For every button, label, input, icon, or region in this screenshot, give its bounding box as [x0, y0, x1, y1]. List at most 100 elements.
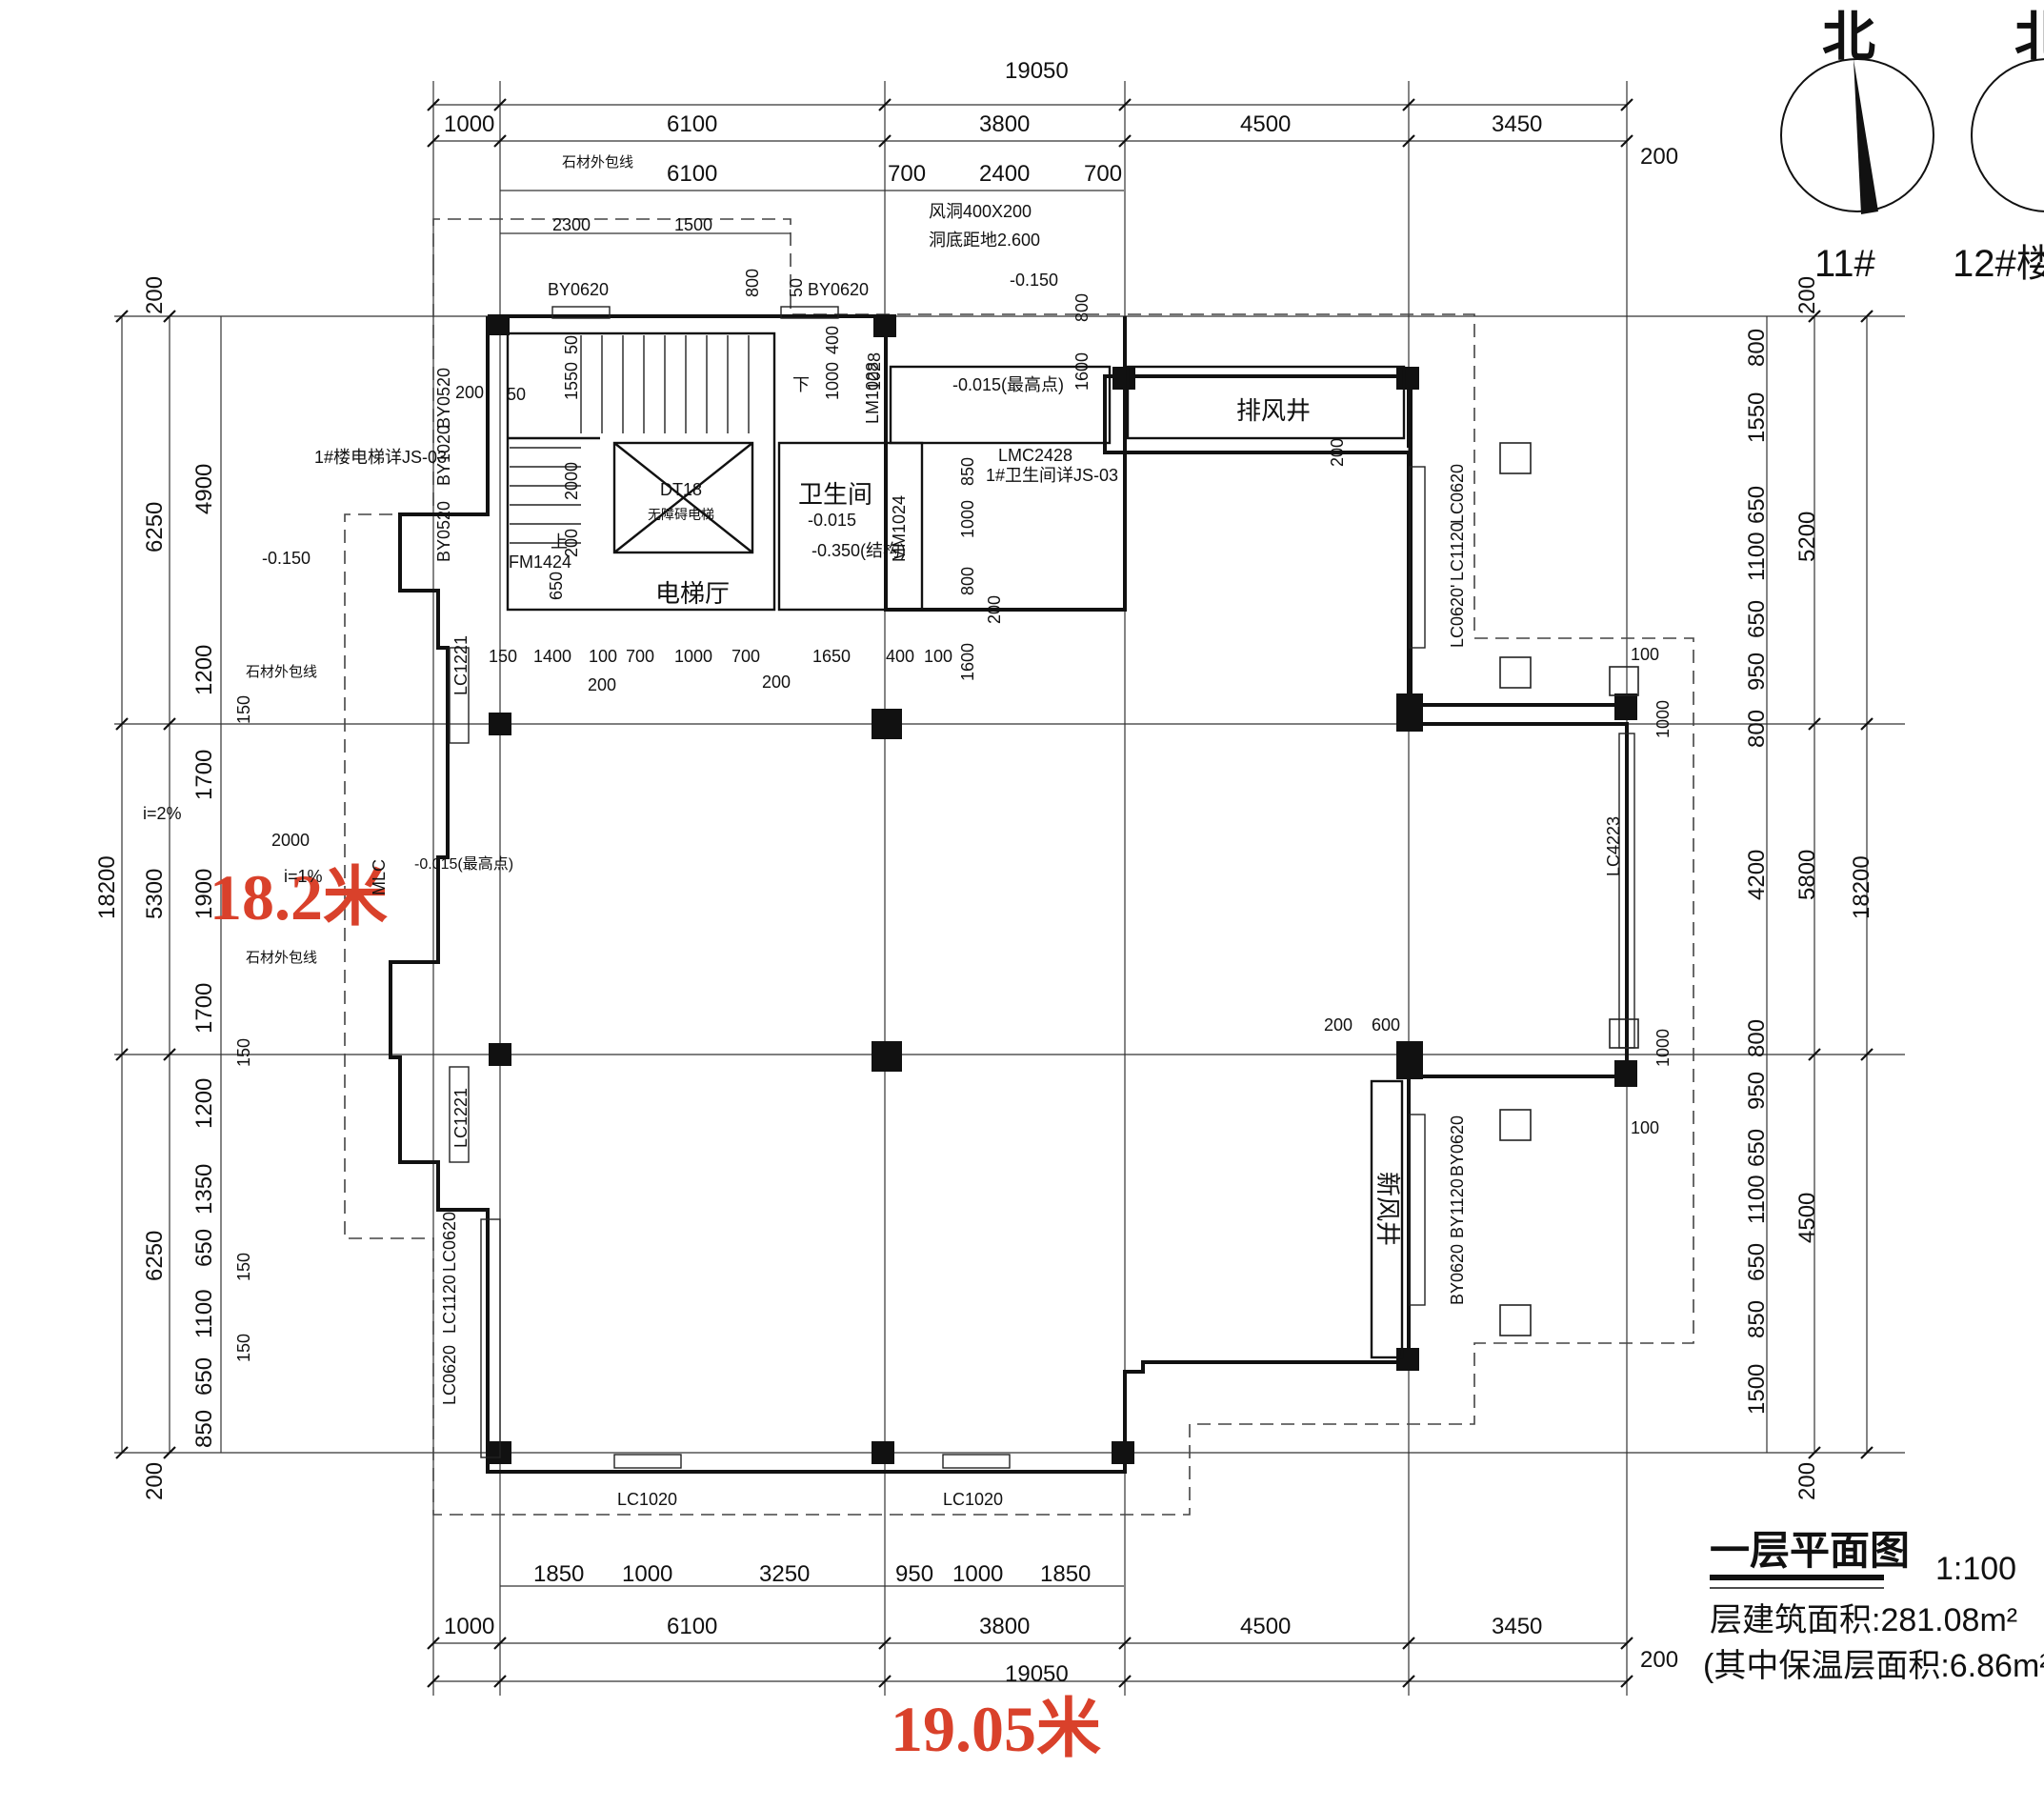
dimension-tick — [1118, 134, 1132, 148]
right-dim-650d: 650 — [1744, 1243, 1770, 1281]
int-dim-34: 800 — [743, 269, 762, 297]
structural-columns — [489, 314, 1637, 1464]
dimension-tick — [163, 717, 176, 731]
left-dim-1700b: 1700 — [191, 983, 217, 1034]
label-fm1424: FM1424 — [509, 552, 571, 572]
left-dim-6250-top: 6250 — [142, 502, 168, 552]
dimension-tick — [1118, 1675, 1132, 1688]
label-elev-e: -0.015 — [808, 511, 856, 530]
bottom-dim-row1-3: 3250 — [759, 1561, 810, 1587]
dimension-tick — [1860, 1048, 1874, 1061]
dimension-tick — [1402, 98, 1415, 111]
top-dim-row2-4: 700 — [1084, 161, 1122, 187]
int-dim-30: 1000 — [1653, 1029, 1673, 1067]
dimension-tick — [878, 1637, 892, 1650]
label-by0620-b: BY0620 — [808, 280, 869, 299]
left-dim-200-bottom: 200 — [142, 1462, 168, 1500]
label-lc4223: LC4223 — [1604, 816, 1623, 876]
room-exhaust-shaft: 排风井 — [1236, 396, 1311, 425]
int-dim-28: 100 — [1631, 645, 1659, 664]
dimension-tick — [1402, 1637, 1415, 1650]
left-dim-1350: 1350 — [191, 1164, 217, 1215]
top-dim-row2-1: 6100 — [667, 161, 717, 187]
int-dim-0: 150 — [489, 647, 517, 666]
int-dim-23: 800 — [958, 567, 977, 595]
label-by1020: BY1020 — [434, 425, 453, 486]
dimension-tick — [1118, 1637, 1132, 1650]
int-dim-14: 650 — [547, 572, 566, 600]
right-dim-800b: 800 — [1744, 710, 1770, 748]
int-dim-19: 1600 — [1072, 352, 1092, 391]
label-by1120-r: BY1120 — [1448, 1178, 1467, 1238]
label-by0620-a: BY0620 — [548, 280, 609, 299]
dimension-tick — [1620, 1675, 1633, 1688]
label-mlc: MLC — [370, 859, 389, 895]
label-elev-b: -0.150 — [1010, 271, 1058, 290]
label-lc1020-a: LC1020 — [617, 1490, 677, 1509]
right-dim-200-top: 200 — [1794, 276, 1820, 314]
left-dim-650b: 650 — [191, 1357, 217, 1396]
label-lc1020-b: LC1020 — [943, 1490, 1003, 1509]
width-annotation: 19.05米 — [891, 1693, 1101, 1765]
int-dim-5: 700 — [731, 647, 760, 666]
right-dim-650a: 650 — [1744, 486, 1770, 524]
dimension-tick — [427, 1637, 440, 1650]
dimension-tick — [493, 98, 507, 111]
left-dim-1200b: 1200 — [191, 1078, 217, 1129]
bottom-dim-row1-5: 1000 — [952, 1561, 1003, 1587]
bottom-overall-dim: 19050 — [1005, 1661, 1069, 1687]
area-label: 层建筑面积:281.08m² — [1710, 1602, 2017, 1638]
label-by0620-r1: BY0620 — [1448, 1244, 1467, 1305]
right-dim-5200: 5200 — [1794, 512, 1820, 562]
label-elev-a: -0.150 — [262, 549, 311, 568]
room-elevator-hall: 电梯厅 — [655, 579, 730, 608]
int-dim-20: 800 — [1072, 293, 1092, 322]
compass-north-char-b: 北 — [2014, 7, 2044, 67]
int-dim-6: 1650 — [812, 647, 851, 666]
label-up: 上 — [551, 532, 568, 552]
dimension-tick — [115, 1446, 129, 1459]
compass-north-12 — [1971, 58, 2044, 212]
left-dims: 18200 200 6250 5300 6250 200 4900 1200 1… — [94, 276, 253, 1500]
dimension-tick — [493, 1637, 507, 1650]
label-elev-c: -0.015(最高点) — [952, 375, 1064, 394]
int-dim-3: 700 — [626, 647, 654, 666]
left-dim-1200a: 1200 — [191, 645, 217, 695]
label-lc1221-b: LC1221 — [451, 1088, 471, 1148]
label-lc0620p-r: LC0620' — [1448, 585, 1467, 649]
left-dim-200-top: 200 — [142, 276, 168, 314]
label-stair-detail: 1#楼电梯详JS-03 — [314, 448, 447, 467]
compass-label-12: 12#楼 — [1953, 243, 2044, 285]
room-toilet: 卫生间 — [798, 480, 872, 509]
left-dim-850: 850 — [191, 1410, 217, 1448]
dimension-tick — [427, 98, 440, 111]
bottom-dim-row1-4: 950 — [895, 1561, 933, 1587]
label-stone-left-a: 石材外包线 — [246, 664, 317, 680]
int-dim-11: 1550 — [562, 362, 581, 400]
right-dim-800a: 800 — [1744, 329, 1770, 367]
dimension-tick — [878, 1675, 892, 1688]
bottom-dim-extra: 200 — [1640, 1647, 1678, 1673]
interior-dims: 150 1400 100 700 1000 700 1650 400 100 2… — [271, 269, 1673, 1137]
label-elev-d: -0.015(最高点) — [414, 855, 513, 873]
left-dim-150b: 150 — [234, 1038, 253, 1067]
dimension-tick — [1620, 1637, 1633, 1650]
right-dim-800c: 800 — [1744, 1019, 1770, 1057]
drawing-title: 一层平面图 — [1710, 1528, 1910, 1573]
bottom-dim-row1-6: 1850 — [1040, 1561, 1091, 1587]
annotation-labels: 石材外包线 石材外包线 石材外包线 BY0620 BY0620 BY0520 B… — [143, 154, 1623, 1509]
dimension-tick — [1808, 310, 1821, 323]
right-dim-850: 850 — [1744, 1300, 1770, 1338]
core-rooms — [506, 331, 1406, 1359]
int-dim-27: 600 — [1372, 1015, 1400, 1035]
int-dim-4: 1000 — [674, 647, 712, 666]
bottom-dim-row1-1: 1850 — [533, 1561, 584, 1587]
int-dim-9: 200 — [588, 675, 616, 694]
right-dim-1500: 1500 — [1744, 1364, 1770, 1415]
label-slope-a: i=2% — [143, 804, 182, 823]
int-dim-25: 1600 — [958, 643, 977, 681]
dashed-outline — [344, 218, 1694, 1516]
right-dim-5800: 5800 — [1794, 850, 1820, 900]
right-dim-1100b: 1100 — [1744, 1175, 1770, 1224]
